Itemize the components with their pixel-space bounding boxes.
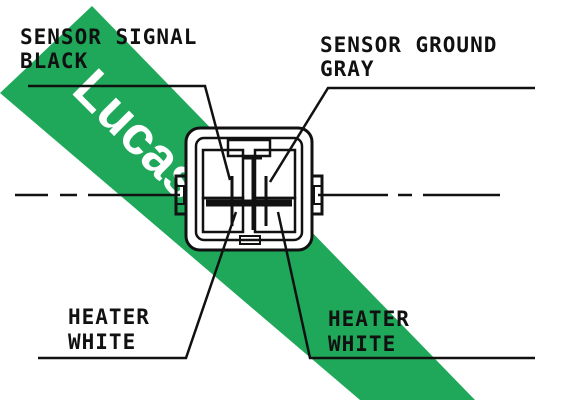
top-key <box>226 138 272 158</box>
connector-inner-shell <box>194 136 304 242</box>
label-heater-right-name: HEATER <box>328 307 410 331</box>
label-sensor-ground-color: GRAY <box>320 57 375 81</box>
label-sensor-ground-name: SENSOR GROUND <box>320 33 497 57</box>
label-heater-right-color: WHITE <box>328 332 396 356</box>
label-sensor-signal-name: SENSOR SIGNAL <box>20 25 197 49</box>
pin-cavity-heater-left <box>201 196 245 234</box>
label-heater-left-color: WHITE <box>68 330 136 354</box>
leader-heater-right <box>276 211 535 360</box>
label-heater-left-name: HEATER <box>68 305 150 329</box>
pin-labels: SENSOR SIGNAL BLACK SENSOR GROUND GRAY H… <box>20 25 497 356</box>
connector-housing <box>174 126 324 252</box>
leader-lines <box>28 84 535 360</box>
leader-heater-left <box>38 211 238 360</box>
bottom-nub <box>239 235 261 245</box>
center-divider <box>244 156 262 230</box>
leader-sensor-ground <box>268 86 535 183</box>
label-sensor-signal-color: BLACK <box>20 49 88 73</box>
pin-cavity-heater-right <box>253 196 297 234</box>
leader-sensor-signal <box>28 84 232 181</box>
